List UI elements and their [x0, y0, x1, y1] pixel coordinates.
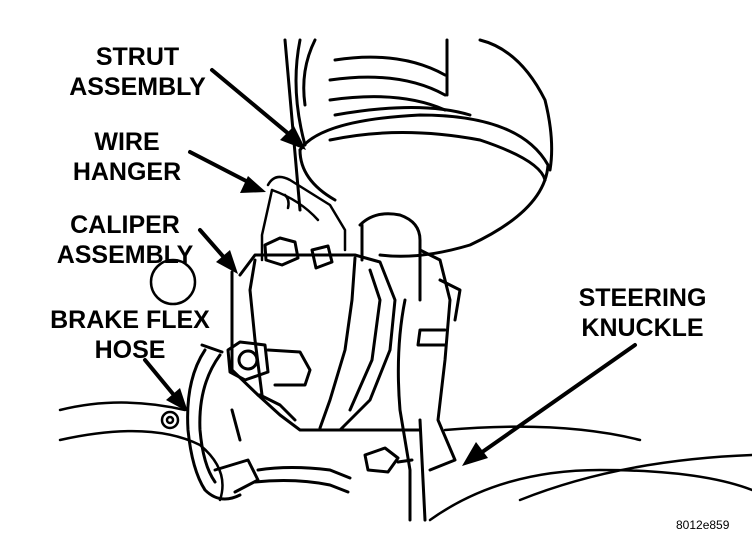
strut-arrowhead [280, 126, 306, 150]
label-hose-line2: HOSE [94, 336, 166, 364]
wire-hanger-drawing [260, 175, 347, 262]
leader-arrows [143, 68, 637, 466]
brake-flex-hose-drawing [186, 343, 352, 501]
label-hose-line1: BRAKE FLEX [50, 306, 210, 334]
label-wire-line2: HANGER [72, 158, 182, 186]
label-strut-line1: STRUT [95, 43, 180, 71]
strut-assembly-drawing [283, 38, 554, 302]
label-caliper-line2: ASSEMBLY [56, 241, 194, 269]
label-caliper-line1: CALIPER [70, 211, 180, 239]
strut-arrow [210, 68, 298, 142]
wire-hanger-arrowhead [240, 176, 266, 193]
label-knuckle-line1: STEERING [578, 284, 707, 312]
knuckle-arrow [476, 343, 637, 457]
label-wire-line1: WIRE [94, 128, 160, 156]
label-knuckle-line2: KNUCKLE [581, 314, 704, 342]
label-strut-assembly: STRUT ASSEMBLY [60, 42, 215, 102]
rotor-backdrop [58, 401, 752, 522]
label-steering-knuckle: STEERING KNUCKLE [565, 283, 720, 343]
label-caliper-assembly: CALIPER ASSEMBLY [45, 210, 205, 270]
rotor-hub-detail [149, 258, 197, 306]
label-strut-line2: ASSEMBLY [69, 73, 206, 101]
hose-arrowhead [166, 388, 188, 412]
knuckle-arrowhead [462, 442, 488, 466]
caliper-assembly-drawing [226, 236, 397, 432]
label-wire-hanger: WIRE HANGER [62, 127, 192, 187]
caliper-arrowhead [216, 250, 238, 274]
wire-hanger-arrow [188, 150, 254, 186]
label-brake-flex-hose: BRAKE FLEX HOSE [40, 305, 220, 365]
steering-knuckle-drawing [333, 248, 462, 522]
figure-code: 8012e859 [676, 518, 730, 532]
hose-arrow [143, 358, 180, 402]
